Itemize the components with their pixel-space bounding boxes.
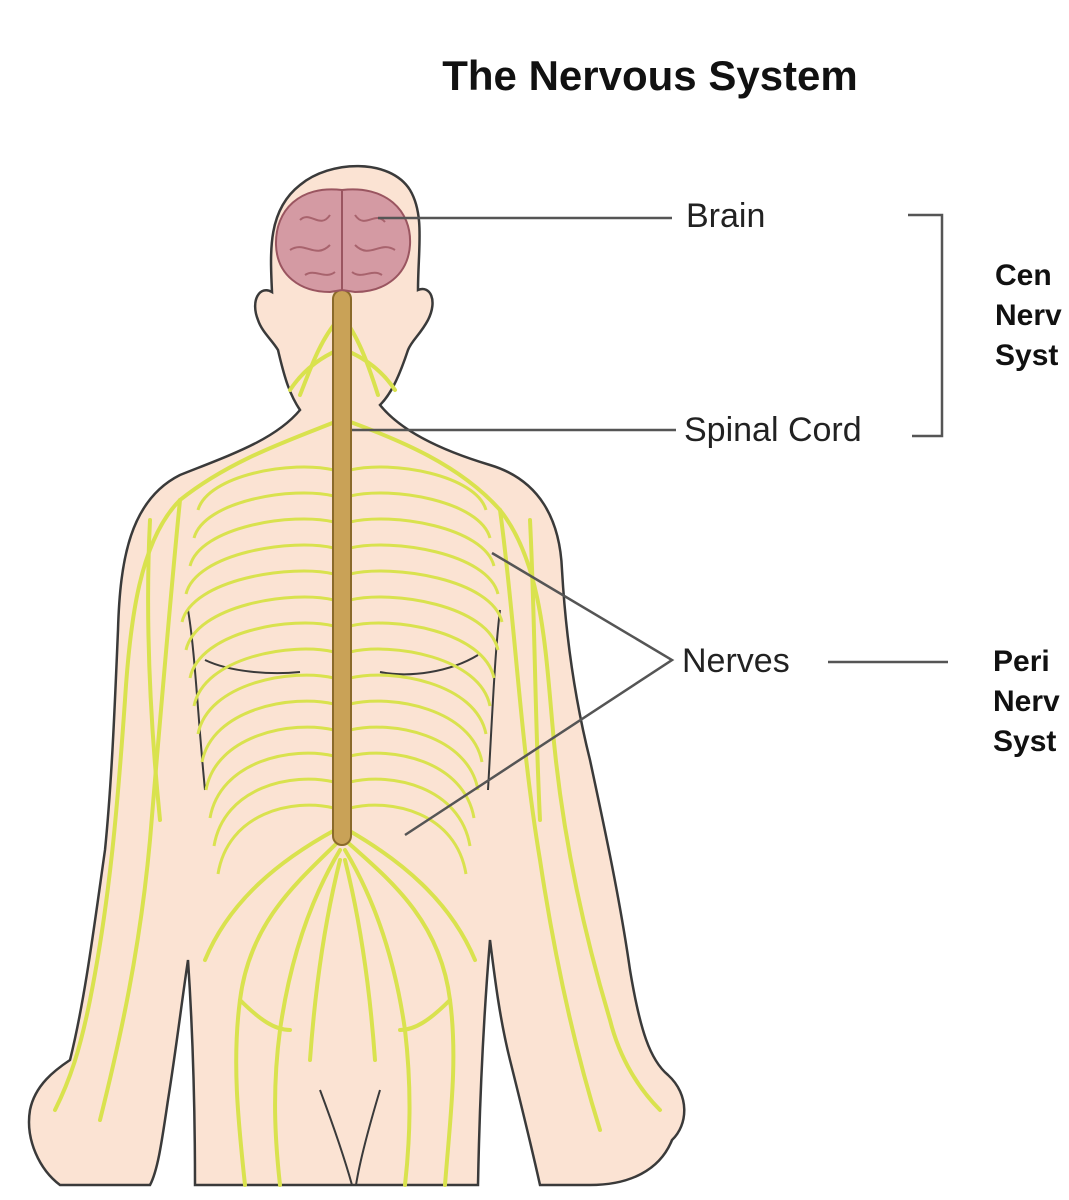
nerves-label: Nerves: [682, 642, 790, 681]
peripheral-nervous-system-label: Peri Nerv Syst: [993, 642, 1060, 762]
diagram-title: The Nervous System: [0, 52, 1069, 100]
spinal-cord: [333, 290, 351, 845]
brain-label: Brain: [686, 197, 765, 236]
central-bracket: [908, 215, 942, 436]
brain: [276, 189, 410, 292]
spinal-cord-label: Spinal Cord: [684, 411, 862, 450]
central-nervous-system-label: Cen Nerv Syst: [995, 256, 1062, 376]
